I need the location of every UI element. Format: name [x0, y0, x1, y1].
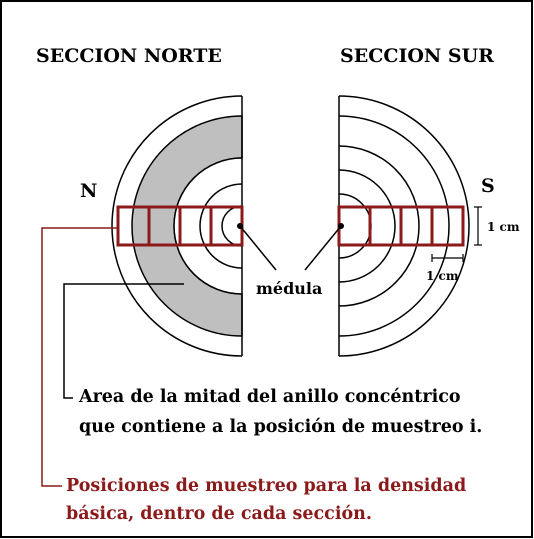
pith-pointer-north [239, 225, 277, 271]
ring-area-caption-line2: que contiene a la posición de muestreo i… [79, 417, 482, 437]
sampling-leader-line [41, 227, 118, 487]
ring-area-leader-line [63, 283, 184, 399]
pith-label-background [252, 276, 334, 300]
north-label: N [80, 180, 97, 202]
south-section-title: SECCION SUR [340, 45, 494, 67]
sampling-caption-line1: Posiciones de muestreo para la densidad [66, 476, 466, 496]
width-dimension-label: 1 cm [426, 269, 459, 283]
ring-area-caption-line1: Area de la mitad del anillo concéntrico [78, 387, 461, 407]
north-half-disk [111, 95, 243, 357]
width-dimension [431, 254, 464, 262]
sampling-caption-line2: básica, dentro de cada sección. [66, 504, 372, 524]
pith-label: médula [256, 279, 322, 298]
north-ring-4 [199, 183, 243, 269]
pith-pointer-south [304, 225, 342, 271]
south-sample-strip [337, 205, 465, 247]
south-label: S [481, 175, 495, 197]
height-dimension [474, 206, 482, 246]
south-half-disk [338, 95, 470, 357]
north-section-title: SECCION NORTE [36, 45, 222, 67]
height-dimension-label: 1 cm [487, 220, 520, 234]
